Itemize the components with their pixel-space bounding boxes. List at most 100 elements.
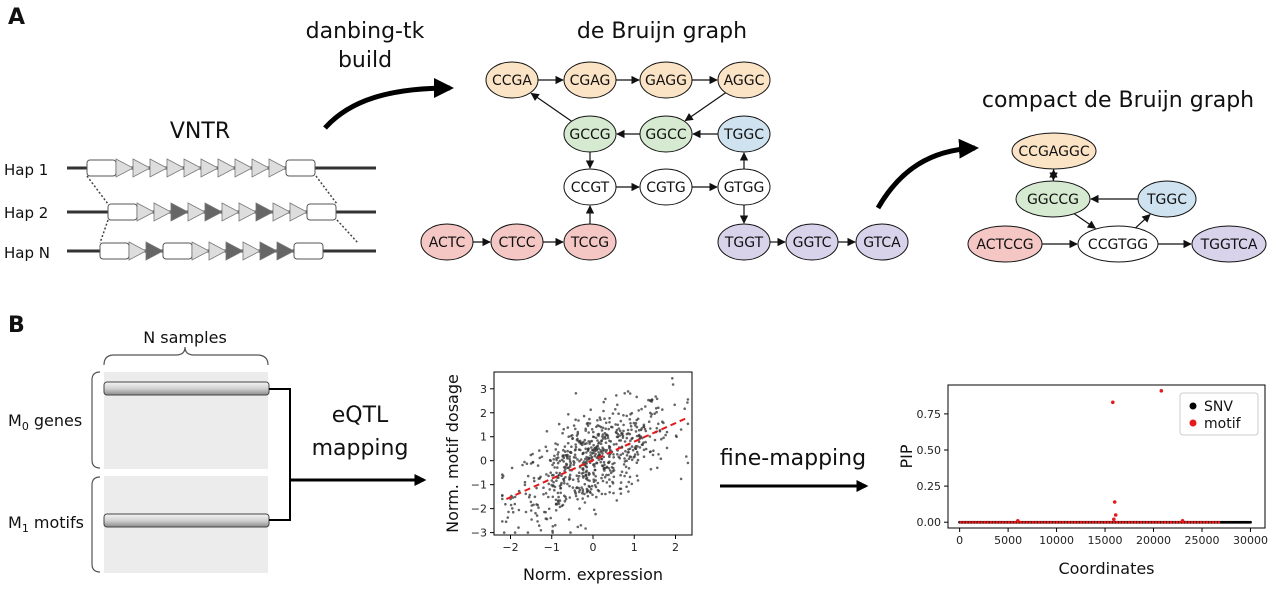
scatter-point bbox=[644, 429, 648, 433]
scatter-point bbox=[563, 450, 567, 453]
scatter-point bbox=[634, 421, 638, 425]
scatter-point bbox=[633, 455, 636, 458]
scatter-point bbox=[620, 470, 624, 474]
scatter-point bbox=[581, 488, 585, 491]
scatter-point bbox=[511, 507, 514, 510]
scatter-point bbox=[535, 503, 538, 506]
scatter-point bbox=[625, 471, 628, 475]
motif-triangle bbox=[115, 158, 134, 178]
scatter-point bbox=[679, 477, 683, 481]
scatter-point bbox=[665, 430, 669, 434]
motif-point bbox=[959, 520, 962, 524]
scatter-point bbox=[626, 428, 630, 432]
scatter-point bbox=[529, 453, 533, 457]
scatter-point bbox=[583, 482, 587, 486]
scatter-point bbox=[599, 460, 602, 464]
scatter-point bbox=[585, 490, 589, 494]
scatter-point bbox=[585, 422, 589, 426]
cdbg-title: compact de Bruijn graph bbox=[982, 88, 1254, 113]
motif-point bbox=[1001, 520, 1004, 524]
motif-point bbox=[1130, 520, 1134, 524]
scatter-point bbox=[549, 516, 552, 520]
scatter-point bbox=[605, 448, 608, 452]
scatter-point bbox=[657, 453, 660, 456]
snv-point bbox=[1249, 520, 1252, 524]
scatter-point bbox=[548, 488, 551, 491]
scatter-point bbox=[616, 403, 619, 407]
scatter-point bbox=[608, 445, 612, 449]
scatter-point bbox=[588, 442, 591, 445]
x-tick-label: 15000 bbox=[1088, 534, 1123, 547]
scatter-point bbox=[593, 468, 597, 472]
scatter-point bbox=[649, 427, 652, 430]
scatter-point bbox=[596, 439, 599, 442]
scatter-point bbox=[589, 451, 592, 454]
scatter-point bbox=[651, 453, 655, 457]
scatter-point bbox=[542, 493, 545, 496]
motif-point bbox=[1199, 520, 1203, 524]
scatter-point bbox=[554, 442, 557, 445]
scatter-point bbox=[617, 455, 620, 459]
scatter-point bbox=[548, 458, 552, 462]
scatter-point bbox=[536, 520, 539, 523]
node-aggc: AGGC bbox=[717, 61, 771, 99]
scatter-point bbox=[535, 514, 539, 517]
scatter-point bbox=[625, 454, 629, 457]
motif-triangle bbox=[217, 158, 236, 178]
scatter-point bbox=[625, 485, 628, 489]
motif-point bbox=[1103, 520, 1107, 524]
motif-point bbox=[1154, 520, 1158, 524]
scatter-point bbox=[573, 448, 577, 452]
scatter-point bbox=[539, 475, 542, 479]
motif-point bbox=[1157, 520, 1161, 524]
flank-box bbox=[306, 203, 337, 221]
motif-triangle bbox=[187, 202, 206, 222]
scatter-point bbox=[647, 420, 651, 424]
scatter-point bbox=[513, 502, 517, 506]
flank-box bbox=[86, 159, 117, 177]
node-ggccg: GGCCG bbox=[1015, 180, 1091, 218]
scatter-point bbox=[595, 495, 598, 499]
motif-point bbox=[1142, 520, 1146, 524]
scatter-point bbox=[585, 465, 589, 469]
scatter-point bbox=[575, 474, 579, 478]
motif-point bbox=[1085, 520, 1089, 524]
scatter-point bbox=[642, 448, 646, 452]
scatter-point bbox=[631, 448, 635, 452]
scatter-point bbox=[611, 425, 614, 429]
scatter-point bbox=[562, 456, 566, 460]
scatter-point bbox=[551, 484, 555, 488]
scatter-point bbox=[629, 422, 632, 425]
scatter-point bbox=[656, 466, 659, 470]
scatter-point bbox=[671, 377, 674, 380]
scatter-point bbox=[592, 508, 596, 512]
scatter-point bbox=[622, 429, 625, 433]
x-tick-label: 5000 bbox=[994, 534, 1022, 547]
node-label: CGTG bbox=[646, 180, 686, 196]
scatter-point bbox=[579, 458, 583, 461]
scatter-point bbox=[534, 511, 537, 515]
scatter-point bbox=[524, 510, 528, 514]
motif-point bbox=[1070, 520, 1074, 524]
scatter-point bbox=[562, 477, 565, 481]
scatter-point bbox=[524, 492, 528, 496]
scatter-point bbox=[628, 447, 632, 451]
scatter-point bbox=[569, 461, 572, 465]
fine-mapping-label: fine-mapping bbox=[720, 446, 866, 471]
motif-triangle bbox=[153, 202, 172, 222]
scatter-point bbox=[535, 486, 538, 490]
scatter-point bbox=[571, 437, 574, 441]
node-label: TGGC bbox=[1146, 192, 1187, 208]
scatter-point bbox=[592, 443, 595, 447]
motif-point bbox=[1097, 520, 1101, 524]
scatter-point bbox=[553, 466, 556, 469]
node-label: ACTC bbox=[429, 235, 466, 251]
node-actc: ACTC bbox=[420, 223, 474, 261]
m0-genes-label: M0 genes bbox=[8, 411, 82, 433]
node-label: CCGTGG bbox=[1088, 237, 1148, 253]
scatter-point bbox=[632, 421, 636, 425]
scatter-point bbox=[569, 531, 572, 534]
scatter-point bbox=[561, 431, 564, 435]
scatter-point bbox=[585, 460, 588, 463]
scatter-point bbox=[608, 421, 611, 424]
